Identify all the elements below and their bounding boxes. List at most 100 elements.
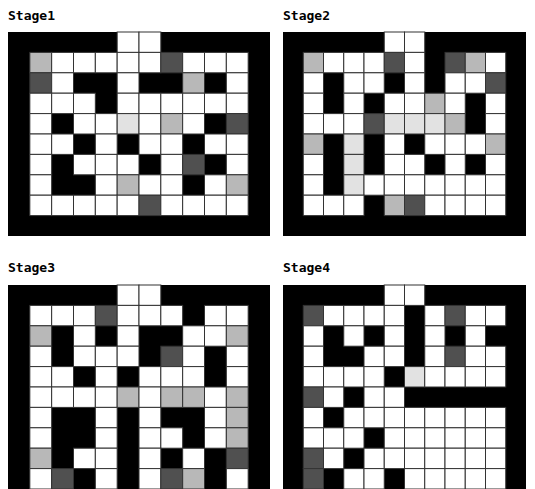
- maze-cell: [30, 93, 52, 113]
- maze-cell: [405, 175, 425, 195]
- maze-cell: [405, 73, 425, 93]
- maze-cell: [465, 175, 485, 195]
- maze-cell: [74, 93, 96, 113]
- maze-cell: [183, 52, 205, 72]
- maze-cell: [117, 387, 139, 407]
- maze-cell: [425, 367, 445, 387]
- stage-label: Stage2: [283, 8, 330, 24]
- maze-cell: [405, 428, 425, 448]
- maze-cell: [324, 387, 344, 407]
- maze-cell: [445, 93, 465, 113]
- maze-cell: [344, 52, 364, 72]
- maze-cell: [226, 407, 248, 427]
- maze-cell: [384, 428, 404, 448]
- maze-cell: [205, 195, 227, 215]
- maze-cell: [30, 134, 52, 154]
- maze-cell: [425, 448, 445, 468]
- maze-cell: [161, 93, 183, 113]
- maze-cell: [95, 407, 117, 427]
- maze-cell: [205, 326, 227, 346]
- maze-cell: [161, 114, 183, 134]
- maze-cell: [161, 52, 183, 72]
- maze-cell: [425, 93, 445, 113]
- maze-cell: [52, 367, 74, 387]
- maze-cell: [226, 93, 248, 113]
- maze-cell: [303, 154, 323, 174]
- maze-cell: [486, 195, 506, 215]
- maze-cell: [30, 73, 52, 93]
- maze-cell: [425, 407, 445, 427]
- maze-cell: [74, 114, 96, 134]
- maze-cell: [226, 305, 248, 325]
- maze-cell: [445, 346, 465, 366]
- maze-cell: [183, 346, 205, 366]
- maze-cell: [425, 346, 445, 366]
- maze-cell: [30, 448, 52, 468]
- maze-cell: [52, 387, 74, 407]
- maze-cell: [405, 195, 425, 215]
- maze-cell: [30, 52, 52, 72]
- maze-cell: [486, 469, 506, 489]
- maze-cell: [117, 305, 139, 325]
- maze-cell: [30, 154, 52, 174]
- maze-cell: [364, 469, 384, 489]
- maze-cell: [344, 195, 364, 215]
- maze-cell: [161, 387, 183, 407]
- maze-cell: [324, 448, 344, 468]
- maze-cell: [344, 305, 364, 325]
- maze-cell: [226, 134, 248, 154]
- maze-cell: [324, 114, 344, 134]
- maze-cell: [465, 346, 485, 366]
- maze-cell: [205, 175, 227, 195]
- maze-cell: [465, 52, 485, 72]
- maze-cell: [486, 154, 506, 174]
- maze-cell: [384, 305, 404, 325]
- maze-cell: [344, 469, 364, 489]
- maze-cell: [445, 469, 465, 489]
- maze-cell: [425, 469, 445, 489]
- maze-cell: [183, 73, 205, 93]
- maze-cell: [95, 428, 117, 448]
- maze-cell: [303, 326, 323, 346]
- maze-cell: [139, 448, 161, 468]
- maze-cell: [384, 387, 404, 407]
- maze-cell: [161, 195, 183, 215]
- maze-cell: [161, 175, 183, 195]
- maze-cell: [139, 428, 161, 448]
- maze-cell: [95, 367, 117, 387]
- maze-cell: [52, 195, 74, 215]
- maze-cell: [139, 285, 161, 305]
- maze-cell: [139, 195, 161, 215]
- maze-cell: [486, 52, 506, 72]
- maze-cell: [303, 175, 323, 195]
- maze-cell: [324, 367, 344, 387]
- maze-grid: [283, 32, 526, 236]
- maze-cell: [74, 305, 96, 325]
- maze-cell: [384, 175, 404, 195]
- maze-cell: [226, 73, 248, 93]
- maze-cell: [30, 367, 52, 387]
- maze-cell: [344, 367, 364, 387]
- maze-cell: [139, 305, 161, 325]
- maze-cell: [139, 407, 161, 427]
- maze-frame: [283, 285, 526, 489]
- maze-cell: [303, 305, 323, 325]
- maze-cell: [445, 305, 465, 325]
- maze-cell: [364, 346, 384, 366]
- maze-cell: [324, 52, 344, 72]
- maze-cell: [465, 326, 485, 346]
- stage-label: Stage1: [8, 8, 55, 24]
- maze-cell: [364, 52, 384, 72]
- maze-cell: [445, 367, 465, 387]
- maze-cell: [445, 52, 465, 72]
- maze-cell: [344, 326, 364, 346]
- maze-cell: [52, 305, 74, 325]
- maze-cell: [117, 154, 139, 174]
- maze-cell: [486, 305, 506, 325]
- maze-cell: [425, 134, 445, 154]
- maze-cell: [226, 387, 248, 407]
- maze-cell: [445, 175, 465, 195]
- maze-cell: [117, 32, 139, 52]
- maze-cell: [486, 175, 506, 195]
- maze-cell: [324, 428, 344, 448]
